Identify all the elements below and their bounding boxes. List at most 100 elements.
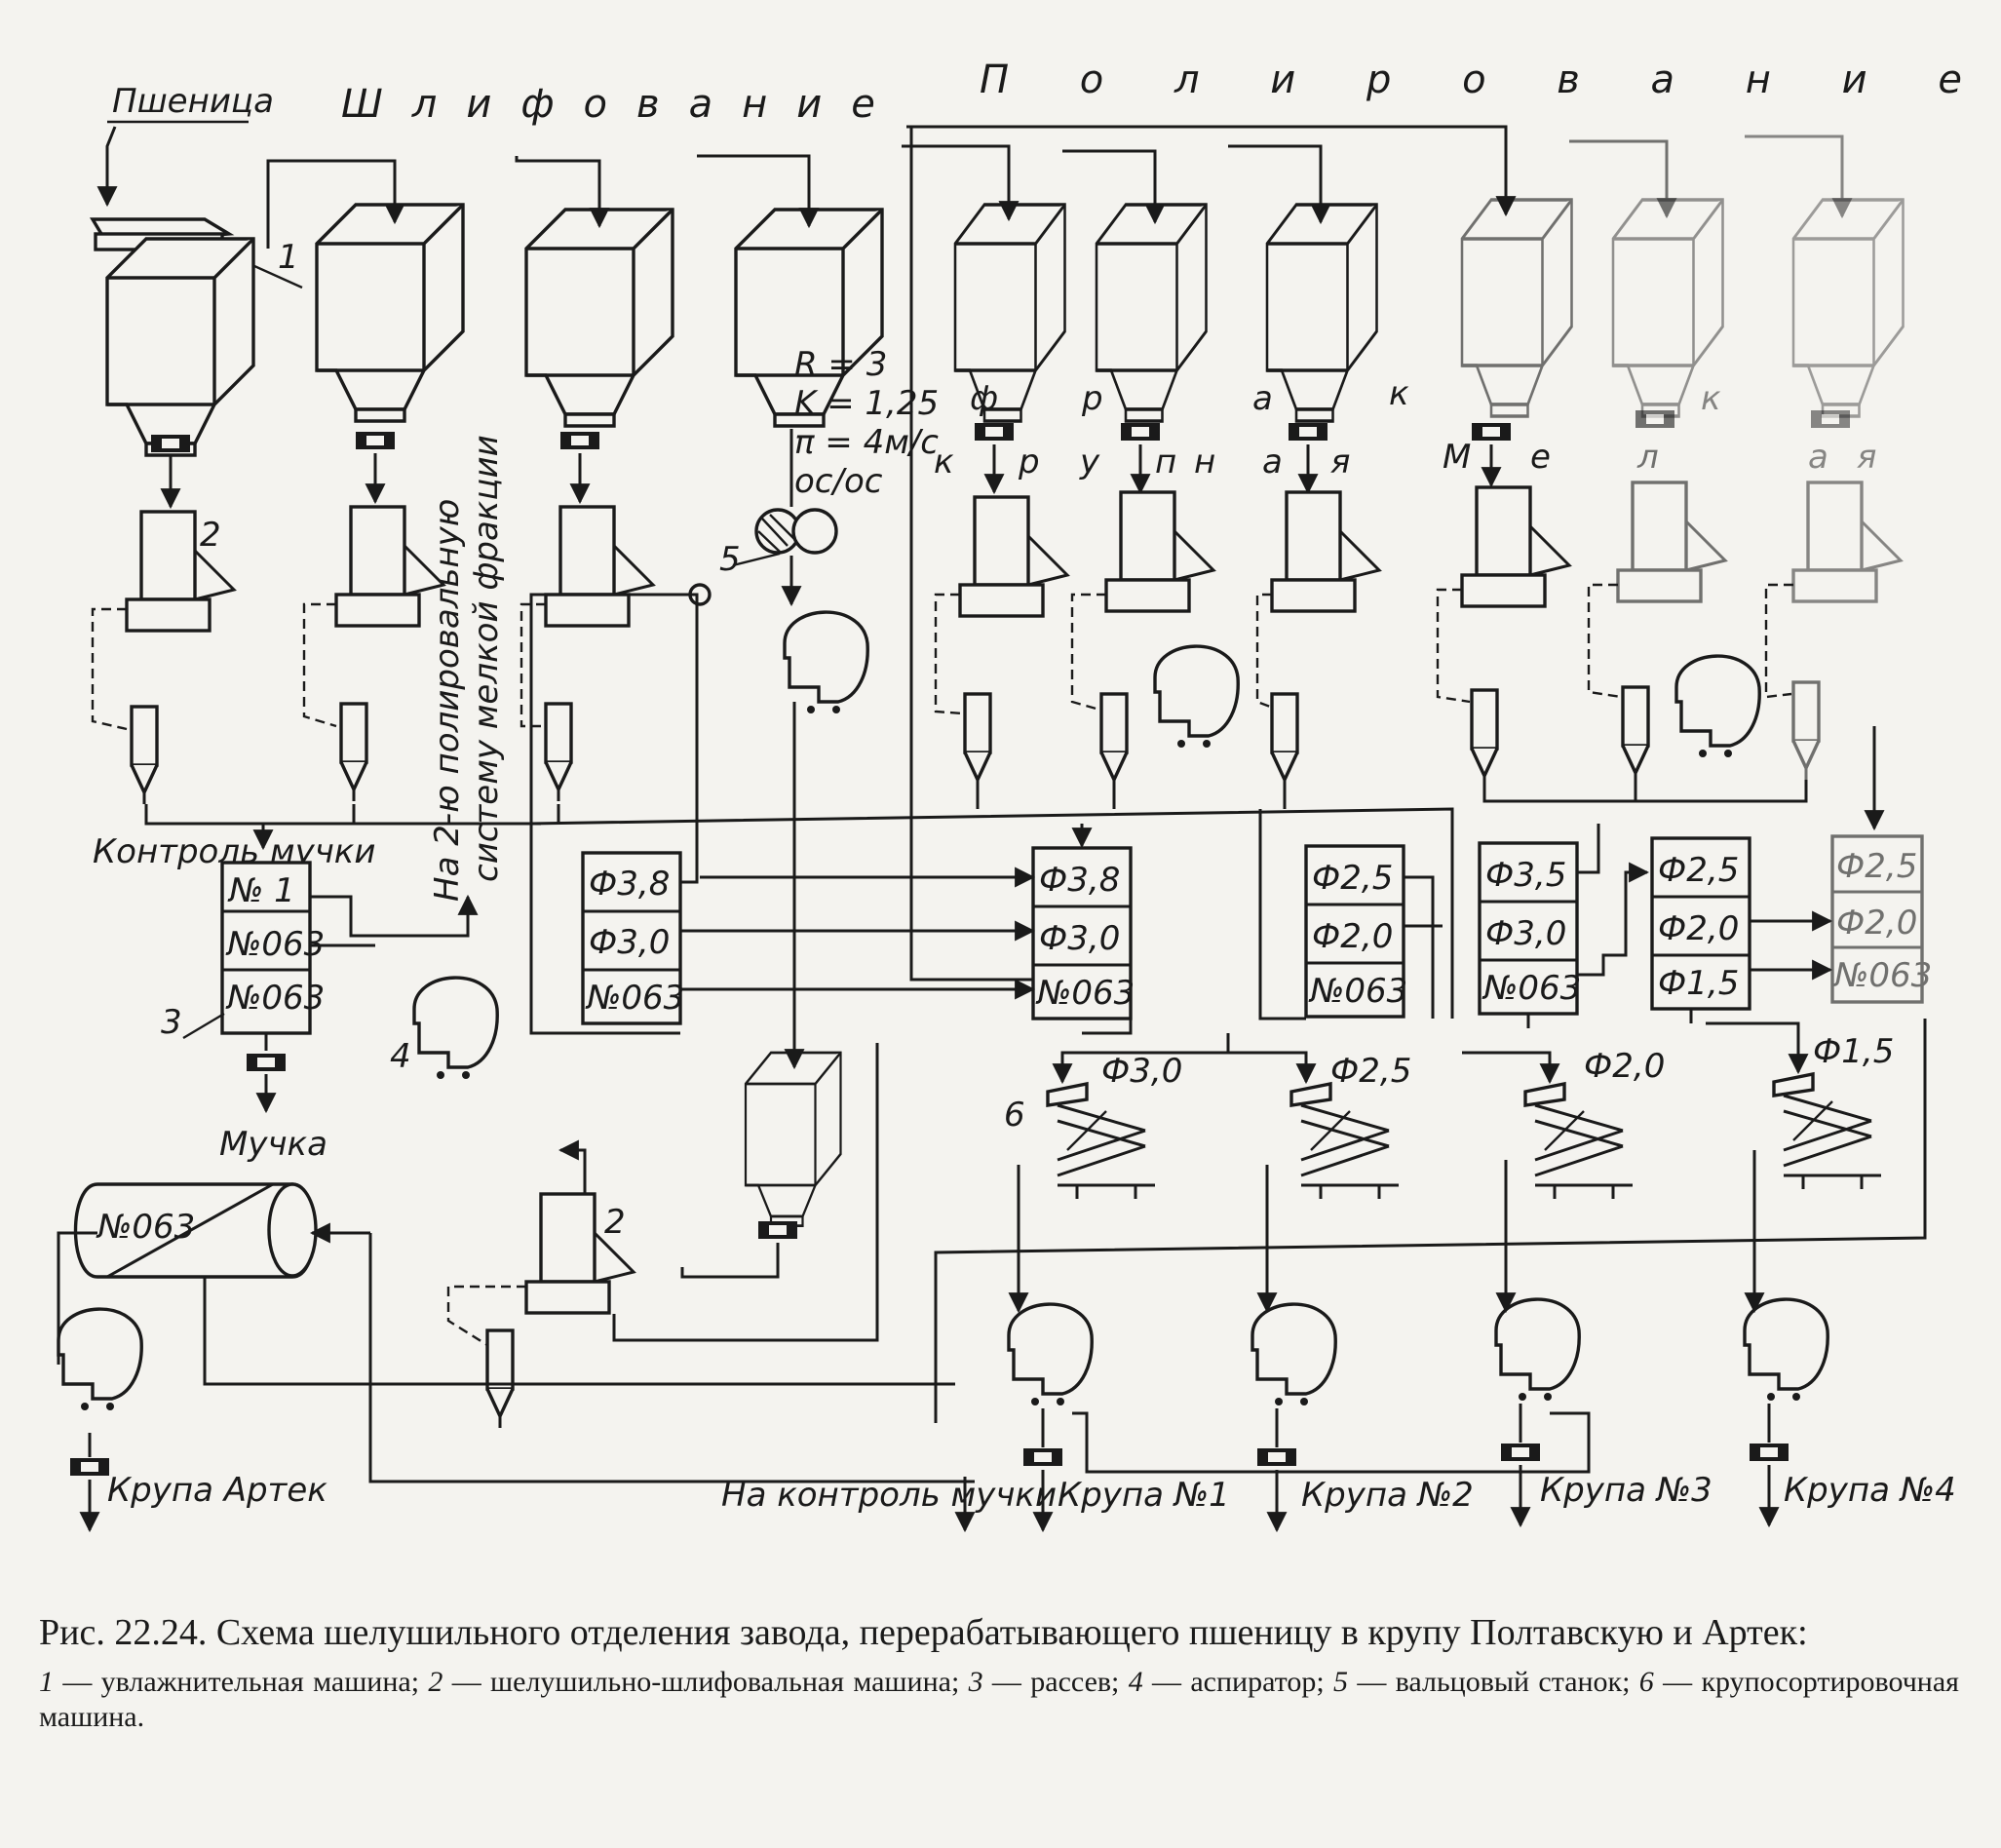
bunker-8 — [1460, 198, 1574, 418]
main-sifter: № 1 №063 №063 — [220, 861, 325, 1035]
bunker-3 — [524, 208, 674, 428]
grinding-title: Шлифование — [341, 82, 904, 127]
legend-text-1: — увлажнительная машина; — [54, 1666, 429, 1698]
roller-param-os: ос/ос — [794, 462, 883, 501]
bunker-lower — [744, 1051, 842, 1227]
svg-text:Ф2,0: Ф2,0 — [1312, 917, 1393, 956]
legend-text-3: — рассев; — [982, 1666, 1129, 1698]
valve-lower — [758, 1221, 797, 1239]
sifter-group-2: Ф3,8 Ф3,0 №063 — [1031, 846, 1135, 1020]
output-to-control: На контроль мучки — [721, 1476, 1057, 1515]
cyclone-3 — [544, 702, 573, 803]
valve-1 — [151, 435, 190, 452]
svg-text:к: к — [934, 443, 954, 481]
svg-text:н: н — [1194, 443, 1215, 481]
svg-text:к: к — [1701, 379, 1721, 418]
legend-text-6: — крупосортировочная машина. — [39, 1666, 1959, 1733]
svg-text:Ф2,5: Ф2,5 — [1312, 859, 1393, 898]
svg-text:Ф1,5: Ф1,5 — [1658, 964, 1739, 1003]
huller-4 — [958, 495, 1069, 618]
legend-text-2: — шелушильно-шлифовальная машина; — [443, 1666, 969, 1698]
fan-groats-4 — [1743, 1297, 1829, 1403]
roller-param-v: π = 4м/с — [794, 423, 939, 462]
grader-2 — [1289, 1082, 1401, 1201]
output-groats-2: Крупа №2 — [1301, 1476, 1474, 1515]
svg-text:р: р — [1018, 443, 1040, 481]
huller-3 — [544, 505, 655, 628]
grader-1 — [1046, 1082, 1157, 1201]
cyclone-9 — [1791, 680, 1821, 782]
svg-text:Ф2,0: Ф2,0 — [1658, 909, 1739, 948]
bunker-10 — [1791, 198, 1905, 418]
svg-text:у: у — [1079, 443, 1100, 481]
note-line-2: систему мелкой фракции — [467, 435, 506, 882]
output-flour: Мучка — [219, 1125, 327, 1164]
valve-artek — [70, 1458, 109, 1476]
grader-label-3: Ф2,0 — [1584, 1047, 1665, 1086]
legend-text-4: — аспиратор; — [1142, 1666, 1333, 1698]
label-2b: 2 — [604, 1203, 626, 1242]
cyclone-8 — [1621, 685, 1650, 787]
legend-num-6: 6 — [1638, 1666, 1654, 1698]
label-5: 5 — [719, 540, 741, 579]
valve-5 — [1121, 423, 1160, 441]
drum-label: №063 — [96, 1208, 195, 1247]
cyclone-6 — [1270, 692, 1299, 793]
main-sifter-cell-2: №063 — [225, 925, 325, 964]
drum-sifter: №063 — [73, 1182, 318, 1279]
main-sifter-cell-3: №063 — [225, 979, 325, 1018]
figure-caption: Рис. 22.24. Схема шелушильного отделения… — [39, 1610, 1959, 1735]
legend-num-5: 5 — [1333, 1666, 1348, 1698]
aspirator-4 — [412, 976, 499, 1081]
fan-groats-2 — [1251, 1302, 1337, 1407]
svg-text:Ф2,5: Ф2,5 — [1658, 851, 1739, 890]
sifter-group-5: Ф2,5 Ф2,0 Ф1,5 — [1650, 836, 1751, 1011]
svg-text:а: а — [1252, 379, 1273, 418]
fan-polish-8 — [1674, 654, 1761, 759]
fan-groats-1 — [1007, 1302, 1094, 1407]
svg-text:№063: №063 — [1035, 974, 1135, 1013]
svg-text:М: М — [1443, 438, 1471, 477]
cyclone-2 — [339, 702, 368, 803]
legend-num-4: 4 — [1128, 1666, 1143, 1698]
legend-num-2: 2 — [428, 1666, 443, 1698]
polishing-title: П о л и р о в а н и е — [980, 58, 1991, 102]
valve-3 — [560, 432, 599, 449]
label-3: 3 — [161, 1003, 182, 1042]
legend-text-5: — вальцовый станок; — [1348, 1666, 1639, 1698]
svg-text:ф: ф — [970, 379, 998, 418]
valve-7 — [1472, 423, 1511, 441]
label-4: 4 — [390, 1037, 411, 1076]
valve-sifter — [247, 1054, 286, 1071]
sifter-group-3: Ф2,5 Ф2,0 №063 — [1304, 844, 1407, 1019]
sifter-group-4: Ф3,5 Ф3,0 №063 — [1478, 841, 1581, 1016]
roller-param-k: K = 1,25 — [794, 384, 939, 423]
grader-label-4: Ф1,5 — [1813, 1032, 1894, 1071]
roller-param-r: R = 3 — [794, 345, 887, 384]
svg-text:е: е — [1530, 438, 1551, 477]
svg-text:№063: №063 — [585, 979, 684, 1018]
svg-text:№063: №063 — [1308, 972, 1407, 1011]
label-1: 1 — [278, 238, 299, 277]
output-groats-1: Крупа №1 — [1058, 1476, 1230, 1515]
valve-6 — [1289, 423, 1328, 441]
caption-legend: 1 — увлажнительная машина; 2 — шелушильн… — [39, 1665, 1959, 1735]
svg-text:Ф2,5: Ф2,5 — [1836, 847, 1917, 886]
svg-text:№063: №063 — [1832, 956, 1932, 995]
grader-label-2: Ф2,5 — [1330, 1052, 1411, 1091]
valve-4 — [975, 423, 1014, 441]
label-6: 6 — [1004, 1096, 1025, 1135]
svg-text:к: к — [1389, 374, 1409, 413]
fan-groats-3 — [1494, 1297, 1581, 1403]
bunker-1 — [105, 237, 255, 457]
huller-6 — [1270, 490, 1381, 613]
svg-text:Ф3,8: Ф3,8 — [1039, 861, 1120, 900]
valve-8 — [1635, 410, 1674, 428]
grader-4 — [1772, 1072, 1883, 1191]
svg-text:Ф2,0: Ф2,0 — [1836, 904, 1917, 943]
huller-8 — [1616, 481, 1727, 603]
grader-label-1: Ф3,0 — [1101, 1052, 1182, 1091]
valve-groats-1 — [1023, 1448, 1062, 1466]
roller-mill — [754, 508, 838, 555]
fraction-letters: ф р а к к р у п н а я М е л к а я — [934, 374, 1876, 481]
